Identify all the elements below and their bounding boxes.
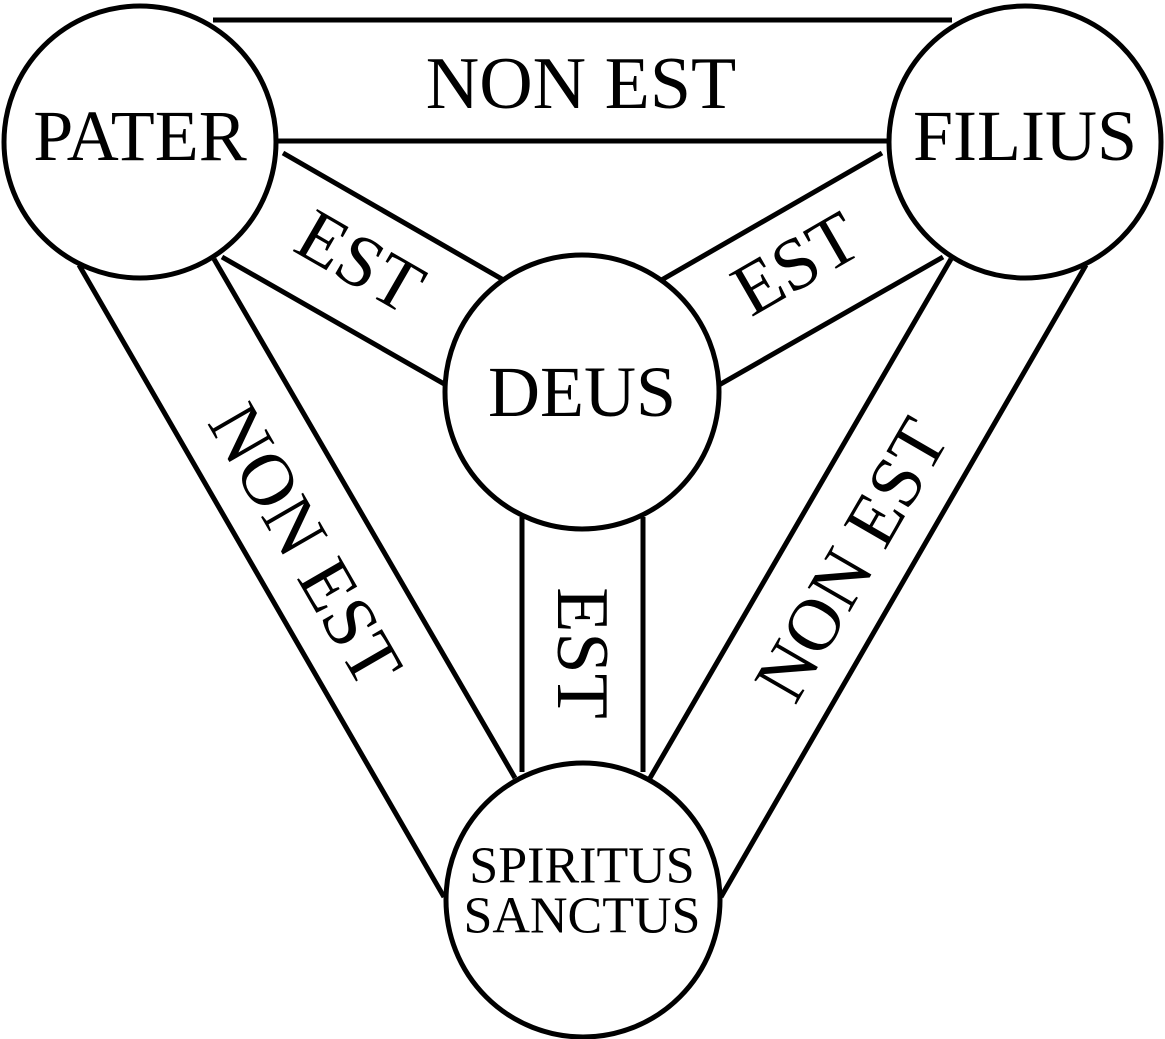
nodes (1, 3, 1164, 1039)
inner-bands (220, 150, 945, 772)
band-pater-deus-upper-edge (281, 150, 509, 285)
node-spiritus-circle (443, 760, 723, 1039)
band-filius-spiritus-outer-edge (718, 263, 1089, 899)
band-pater-spiritus-inner-edge (211, 257, 518, 780)
band-pater-spiritus-outer-edge (76, 263, 447, 899)
band-filius-deus-upper-edge (656, 150, 884, 285)
label-deus-spiritus: EST (541, 587, 623, 719)
node-deus-label: DEUS (488, 352, 676, 432)
node-filius-label: FILIUS (913, 96, 1137, 176)
label-pater-deus: EST (283, 194, 438, 331)
node-pater-circle (1, 3, 279, 281)
node-filius-circle (886, 3, 1164, 281)
node-spiritus-label-line1: SPIRITUS (469, 838, 694, 895)
node-pater-label: PATER (33, 96, 246, 176)
outer-bands (76, 17, 1089, 899)
label-pater-filius: NON EST (426, 43, 736, 125)
node-spiritus-label-line2: SANCTUS (464, 888, 701, 945)
band-pater-deus-lower-edge (220, 254, 448, 388)
node-labels: PATER FILIUS DEUS SPIRITUS SANCTUS (33, 96, 1137, 945)
band-filius-deus-lower-edge (717, 254, 945, 388)
node-deus-circle (442, 252, 722, 532)
band-filius-spiritus-inner-edge (647, 257, 954, 780)
